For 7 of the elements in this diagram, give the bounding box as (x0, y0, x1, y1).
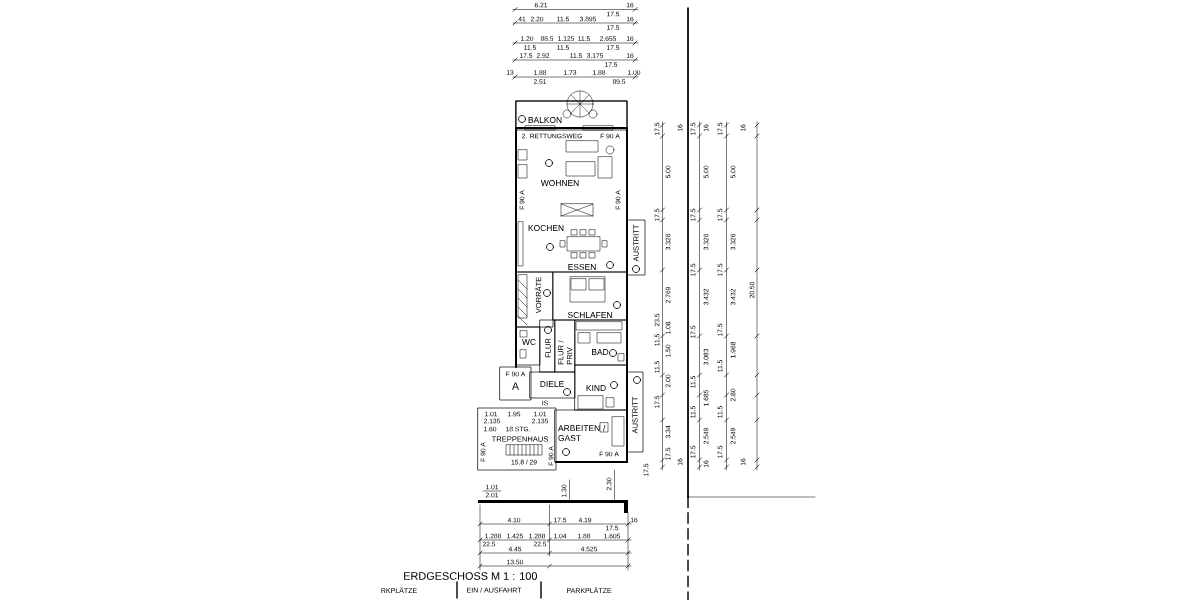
caption-text: ERDGESCHOSS M 1 : 100 (404, 572, 537, 580)
room: SCHLAFEN (552, 271, 628, 321)
room: WC (515, 326, 541, 366)
room: KIND (574, 364, 628, 411)
balcony: BALKON (515, 100, 628, 129)
room: DIELE (529, 371, 576, 399)
room: BAD (574, 319, 628, 366)
